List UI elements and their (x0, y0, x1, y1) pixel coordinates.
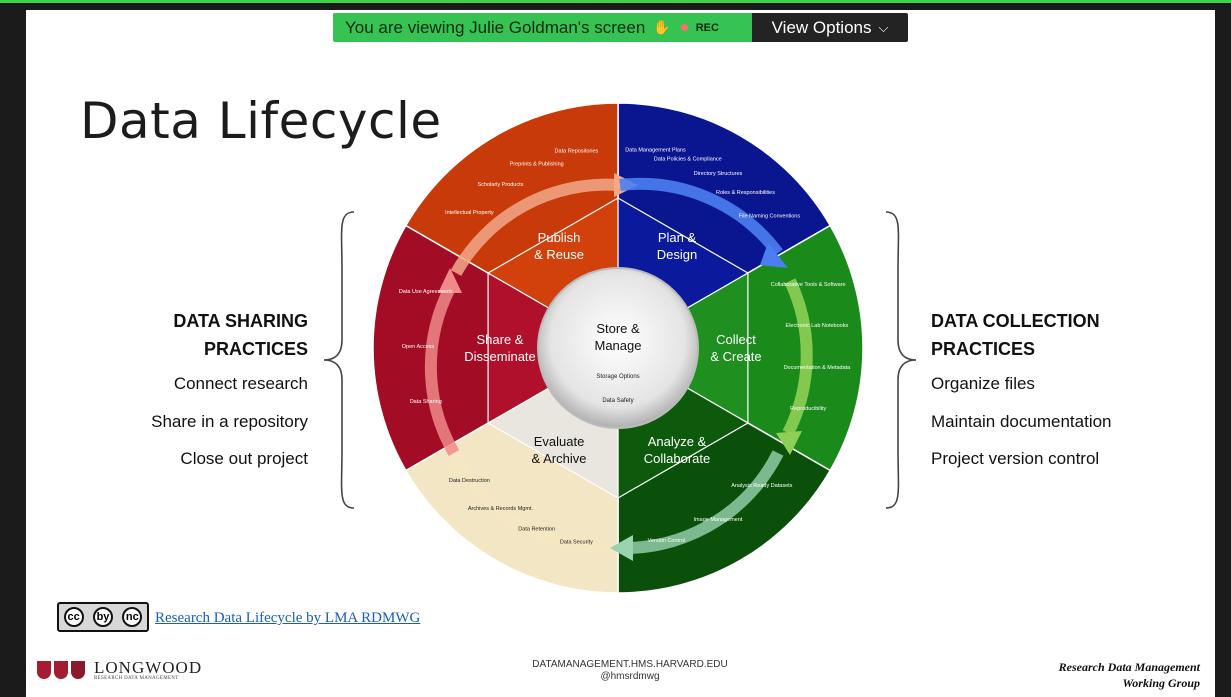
footer-website: DATAMANAGEMENT.HMS.HARVARD.EDU @hmsrdmwg (480, 659, 780, 683)
outer-label-publish-3: Data Repositories (555, 148, 599, 154)
outer-label-plan-0: Data Management Plans (625, 148, 686, 154)
screen-share-banner: You are viewing Julie Goldman's screen ✋… (333, 13, 752, 42)
longwood-logo: LONGWOOD RESEARCH DATA MANAGEMENT (37, 659, 202, 681)
data-sharing-heading: DATA SHARING PRACTICES (120, 307, 308, 363)
left-item-share: Share in a repository (151, 412, 308, 431)
harvard-shield-icon (54, 661, 68, 679)
nc-icon: nc (122, 607, 143, 627)
share-arrowhead-icon (438, 268, 462, 293)
outer-label-share-2: Data Use Agreements (399, 289, 453, 295)
outer-label-plan-2: Directory Structures (694, 171, 743, 177)
segment-label-publish-line1: Publish (538, 230, 581, 245)
data-collection-heading-line1: DATA COLLECTION (931, 311, 1100, 331)
outer-label-collect-2: Documentation & Metadata (784, 365, 852, 371)
outer-label-evaluate-3: Data Destruction (449, 478, 490, 484)
publish-arrow (450, 178, 619, 276)
collect-arrowhead-icon (776, 431, 802, 455)
license-link[interactable]: Research Data Lifecycle by LMA RDMWG (155, 610, 421, 626)
right-item-organize: Organize files (931, 374, 1035, 393)
outer-label-share-1: Open Access (402, 344, 435, 350)
plan-arrowhead-icon (760, 243, 788, 268)
hub-title-line2: Manage (595, 338, 642, 353)
logo-subtext: RESEARCH DATA MANAGEMENT (94, 676, 179, 681)
collect-arrow (782, 278, 813, 436)
footer-handle: @hmsrdmwg (600, 671, 660, 682)
data-sharing-heading-line2: PRACTICES (203, 339, 308, 359)
segment-label-analyze-line1: Analyze & (648, 434, 707, 449)
segment-label-collect-line2: & Create (710, 349, 761, 364)
recording-dot-icon (680, 24, 688, 31)
outer-label-analyze-1: Image Management (694, 517, 743, 523)
harvard-shield-icon (37, 661, 51, 679)
outer-label-plan-1: Data Policies & Compliance (654, 157, 722, 163)
footer-group-line2: Working Group (1122, 676, 1200, 690)
outer-label-plan-3: Roles & Responsibilities (716, 190, 775, 196)
outer-label-share-0: Data Sharing (410, 399, 442, 405)
evaluate-arrow (452, 459, 609, 555)
viewing-text: You are viewing Julie Goldman's screen (345, 17, 646, 37)
footer-group-line1: Research Data Management (1058, 660, 1200, 674)
hub-title-line1: Store & (596, 321, 640, 336)
plan-arrow (619, 177, 783, 257)
cc-license-badge-icon[interactable]: cc by nc (57, 602, 149, 632)
outer-label-evaluate-2: Archives & Records Mgmt. (468, 506, 534, 512)
right-brace-icon (885, 211, 917, 509)
right-item-version: Project version control (931, 449, 1100, 468)
outer-label-collect-1: Electronic Lab Notebooks (786, 323, 849, 329)
outer-label-publish-1: Scholarly Products (478, 182, 524, 188)
cross-shield-icon (71, 661, 85, 679)
evaluate-arrowhead-icon (448, 448, 470, 475)
segment-label-evaluate-line1: Evaluate (534, 434, 585, 449)
outer-label-collect-0: Collaborative Tools & Software (771, 282, 846, 288)
footer-url: DATAMANAGEMENT.HMS.HARVARD.EDU (532, 659, 728, 670)
outer-label-evaluate-1: Data Retention (518, 527, 555, 533)
outer-label-analyze-0: Analysis Ready Datasets (731, 483, 792, 489)
slide-title: Data Lifecycle (80, 92, 442, 150)
segment-label-publish-line2: & Reuse (534, 247, 584, 262)
segment-label-share-line2: Disseminate (464, 349, 536, 364)
by-icon: by (92, 607, 113, 627)
right-item-document: Maintain documentation (931, 412, 1112, 431)
segment-label-collect-line1: Collect (716, 332, 756, 347)
chevron-down-icon: ⌵ (878, 19, 889, 35)
segment-label-evaluate-line2: & Archive (532, 451, 587, 466)
hub-sub2: Data Safety (602, 398, 633, 404)
left-item-close: Close out project (180, 449, 308, 468)
footer-group-name: Research Data Management Working Group (968, 659, 1200, 691)
data-collection-heading-line2: PRACTICES (931, 339, 1036, 359)
hub-sub1: Storage Options (596, 374, 639, 380)
left-item-connect: Connect research (173, 374, 308, 393)
store-manage-hub (537, 267, 699, 429)
outer-label-evaluate-0: Data Security (560, 540, 593, 546)
outer-label-analyze-2: Version Control (648, 538, 686, 544)
logo-text: LONGWOOD (94, 658, 203, 677)
share-arrow (424, 285, 460, 457)
cc-icon: cc (63, 607, 84, 627)
analyze-arrowhead-icon (610, 535, 633, 561)
data-sharing-heading-line1: DATA SHARING (173, 311, 308, 331)
analyze-arrow (627, 450, 784, 554)
outer-label-publish-2: Preprints & Publishing (510, 161, 564, 167)
rec-label: REC (695, 21, 719, 34)
view-options-label: View Options (771, 17, 872, 37)
share-indicator-border (0, 0, 1231, 3)
outer-label-publish-0: Intellectual Property (445, 210, 494, 216)
data-collection-heading: DATA COLLECTION PRACTICES (931, 307, 1151, 363)
segment-label-share-line1: Share & (477, 332, 524, 347)
segment-label-plan-line1: Plan & (658, 230, 697, 245)
left-brace-icon (323, 211, 355, 509)
presenter-icon: ✋ (653, 19, 671, 35)
outer-label-collect-3: Reproducibility (790, 406, 826, 412)
segment-label-plan-line2: Design (657, 247, 697, 262)
data-lifecycle-wheel: Store & Manage Storage Options Data Safe… (372, 103, 864, 593)
outer-label-plan-4: File Naming Conventions (739, 213, 801, 219)
view-options-button[interactable]: View Options ⌵ (752, 13, 908, 42)
segment-label-analyze-line2: Collaborate (644, 451, 711, 466)
